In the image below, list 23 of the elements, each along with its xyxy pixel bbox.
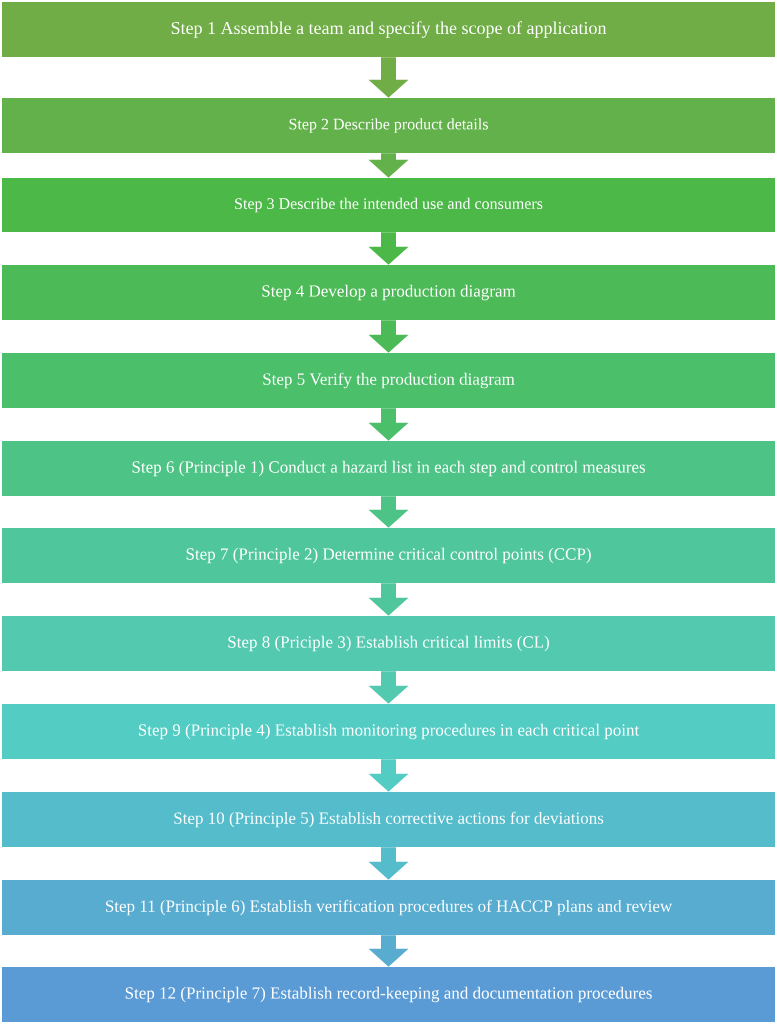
step-box: Step 3 Describe the intended use and consumers xyxy=(2,178,775,232)
down-arrow xyxy=(368,935,409,967)
step-box: Step 5 Verify the production diagram xyxy=(2,353,775,408)
down-arrow xyxy=(368,759,409,792)
down-arrow xyxy=(368,496,409,528)
step-box: Step 9 (Principle 4) Establish monitoring procedures in each critical point xyxy=(2,704,775,759)
step-box: Step 12 (Principle 7) Establish record-keeping and documentation procedures xyxy=(2,967,775,1022)
down-arrow xyxy=(368,583,409,616)
down-arrow xyxy=(368,671,409,704)
step-box: Step 2 Describe product details xyxy=(2,98,775,153)
down-arrow xyxy=(368,153,409,178)
step-box: Step 4 Develop a production diagram xyxy=(2,265,775,320)
down-arrow xyxy=(368,320,409,353)
down-arrow xyxy=(368,57,409,98)
step-box: Step 1 Assemble a team and specify the scope of application xyxy=(2,2,775,57)
step-box: Step 6 (Principle 1) Conduct a hazard list in each step and control measures xyxy=(2,441,775,496)
step-box: Step 10 (Principle 5) Establish corrective actions for deviations xyxy=(2,792,775,847)
step-box: Step 8 (Priciple 3) Establish critical limits (CL) xyxy=(2,616,775,671)
down-arrow xyxy=(368,847,409,880)
down-arrow xyxy=(368,408,409,441)
step-box: Step 11 (Principle 6) Establish verification procedures of HACCP plans and review xyxy=(2,880,775,935)
step-box: Step 7 (Principle 2) Determine critical control points (CCP) xyxy=(2,528,775,583)
down-arrow xyxy=(368,232,409,265)
